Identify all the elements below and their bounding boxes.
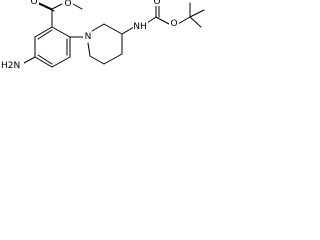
boc-carbamate-group xyxy=(121,2,205,35)
bond xyxy=(36,1,53,10)
bond xyxy=(23,56,36,64)
bond xyxy=(177,16,191,25)
bond xyxy=(37,54,53,65)
piperidine-ring xyxy=(87,23,123,65)
atom-labels: O O H2N N NH O O xyxy=(0,0,179,71)
atom-label: H2N xyxy=(1,61,20,71)
bond xyxy=(37,29,53,40)
bond xyxy=(155,16,170,25)
atom-label: O xyxy=(64,0,71,9)
bond xyxy=(89,55,105,65)
bond xyxy=(121,26,135,35)
bond xyxy=(91,23,105,32)
bond xyxy=(34,56,53,68)
bond xyxy=(189,9,205,18)
atom-label: NH xyxy=(133,22,147,32)
benzene-ring xyxy=(34,26,71,68)
bond xyxy=(51,26,71,38)
bond xyxy=(51,3,63,10)
bond xyxy=(146,16,157,24)
bond xyxy=(34,26,53,38)
bond xyxy=(38,3,55,12)
bond xyxy=(189,16,202,28)
bond xyxy=(72,3,83,10)
bond xyxy=(51,56,71,68)
atom-label: N xyxy=(85,32,92,42)
atom-label: O xyxy=(30,0,37,7)
chemical-structure-diagram: O O H2N N NH O O xyxy=(0,0,205,71)
bond xyxy=(103,23,123,35)
atom-label: O xyxy=(153,0,160,7)
bond xyxy=(87,42,91,57)
bond xyxy=(103,53,123,65)
atom-label: O xyxy=(170,19,177,29)
methyl-ester-group xyxy=(36,1,83,28)
